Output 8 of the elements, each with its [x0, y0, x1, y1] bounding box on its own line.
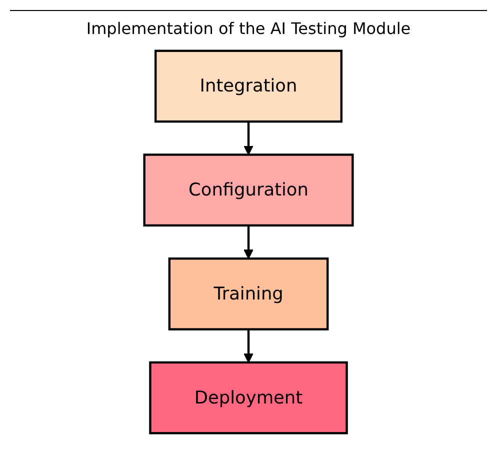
node-box: Training	[168, 257, 329, 330]
arrow	[244, 329, 254, 363]
node-box: Configuration	[143, 154, 354, 227]
arrow	[244, 122, 254, 156]
arrow	[244, 225, 254, 260]
node-box: Integration	[154, 50, 343, 123]
diagram-title: Implementation of the AI Testing Module	[10, 10, 487, 42]
node-box: Deployment	[149, 361, 348, 434]
